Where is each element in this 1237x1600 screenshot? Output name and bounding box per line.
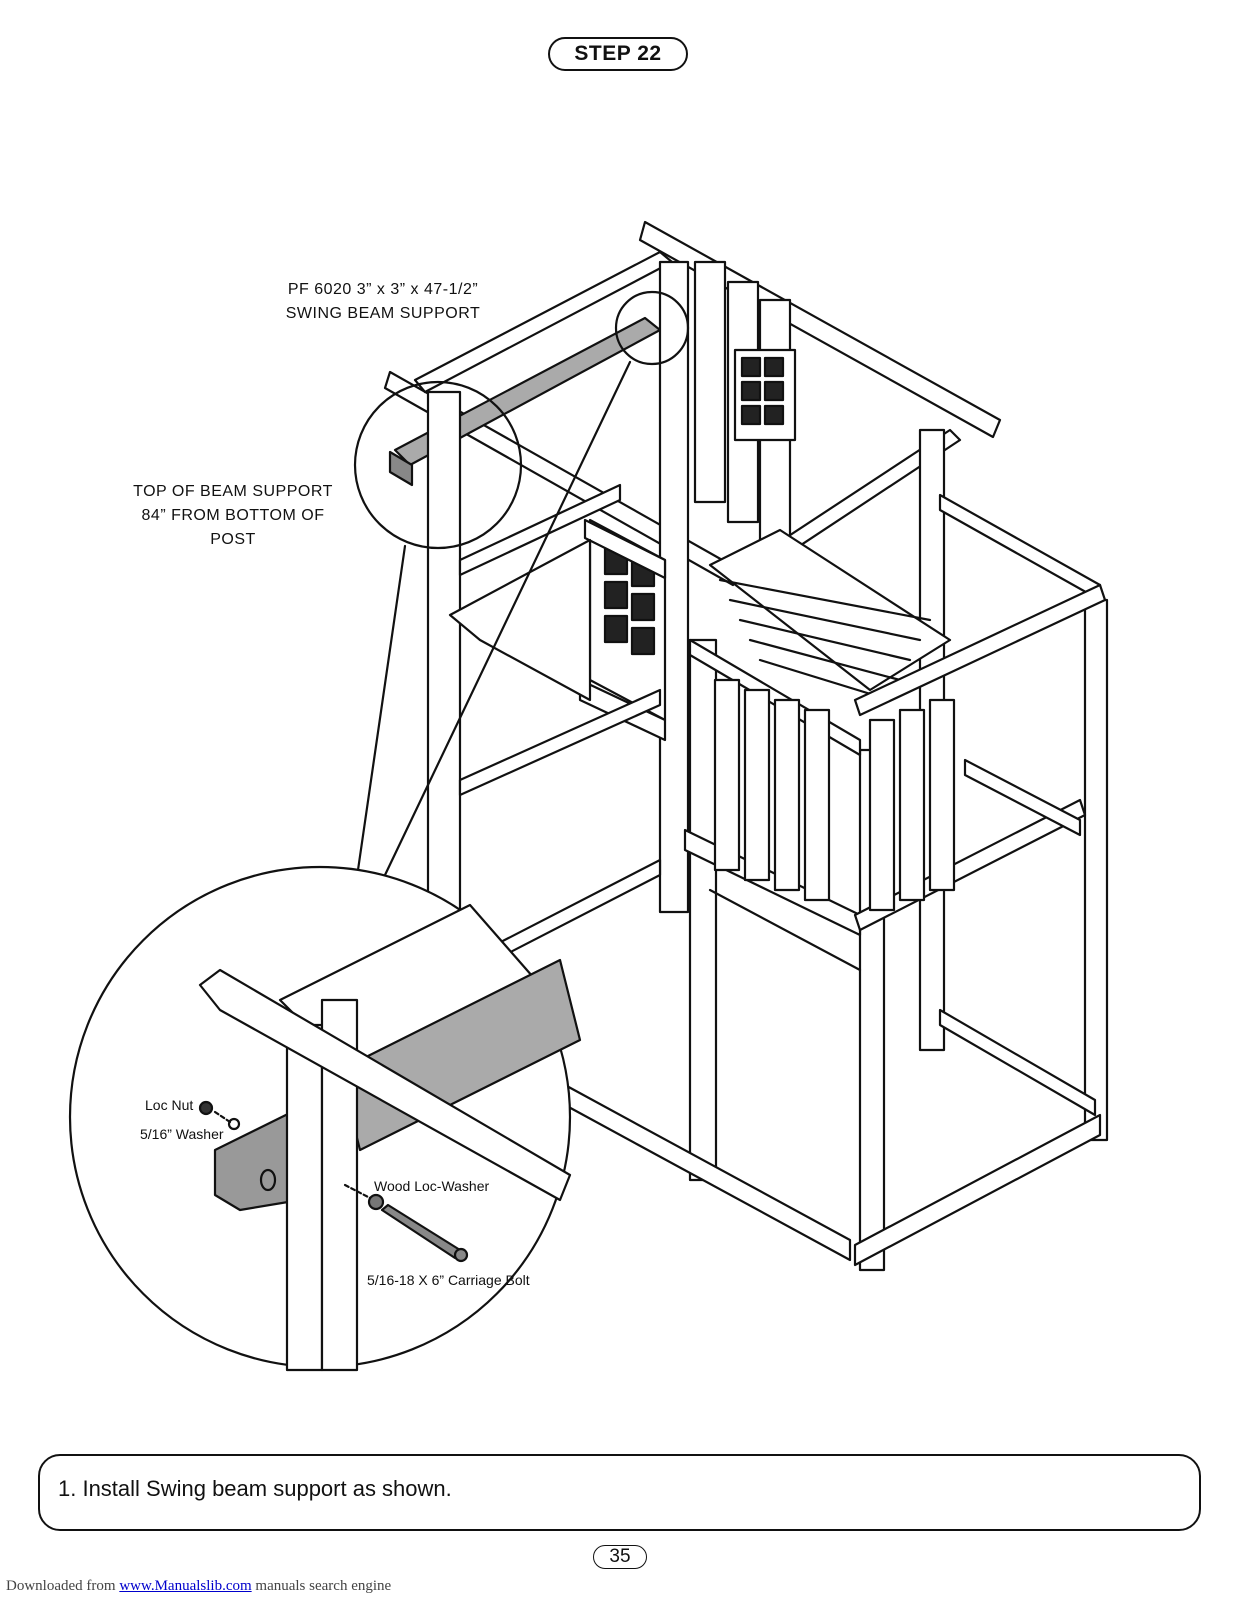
deck	[448, 528, 952, 702]
posts	[426, 260, 1109, 1272]
step-badge: STEP 22	[548, 37, 688, 71]
manualslib-link[interactable]: www.Manualslib.com	[119, 1578, 252, 1594]
footer: Downloaded from www.Manualslib.com manua…	[6, 1578, 391, 1595]
top-of-beam-line3: POST	[210, 531, 256, 548]
top-of-beam-callout: TOP OF BEAM SUPPORT 84” FROM BOTTOM OF P…	[128, 480, 338, 552]
part-callout-line1: PF 6020 3” x 3” x 47-1/2”	[287, 281, 479, 298]
base-frame	[493, 858, 1102, 1267]
detail-magnified	[68, 865, 582, 1372]
footer-prefix: Downloaded from	[6, 1578, 120, 1594]
right-frame	[458, 483, 1107, 937]
callout-circles	[353, 290, 690, 877]
part-callout: PF 6020 3” x 3” x 47-1/2” SWING BEAM SUP…	[278, 278, 488, 326]
carriage-bolt-label: 5/16-18 X 6” Carriage Bolt	[367, 1272, 530, 1288]
part-callout-line2: SWING BEAM SUPPORT	[285, 305, 481, 322]
page-number: 35	[593, 1545, 647, 1569]
wall-boards	[693, 260, 797, 542]
loc-nut-label: Loc Nut	[145, 1097, 194, 1113]
window-panel	[578, 518, 667, 742]
footer-suffix: manuals search engine	[251, 1578, 392, 1594]
instruction-box	[38, 1454, 1201, 1531]
instruction-step-1: 1. Install Swing beam support as shown.	[58, 1476, 452, 1501]
top-of-beam-line2: 84” FROM BOTTOM OF	[141, 507, 325, 524]
top-of-beam-line1: TOP OF BEAM SUPPORT	[133, 483, 333, 500]
washer-label: 5/16” Washer	[140, 1126, 224, 1142]
top-frame	[383, 220, 1002, 587]
wood-loc-washer-label: Wood Loc-Washer	[374, 1178, 490, 1194]
